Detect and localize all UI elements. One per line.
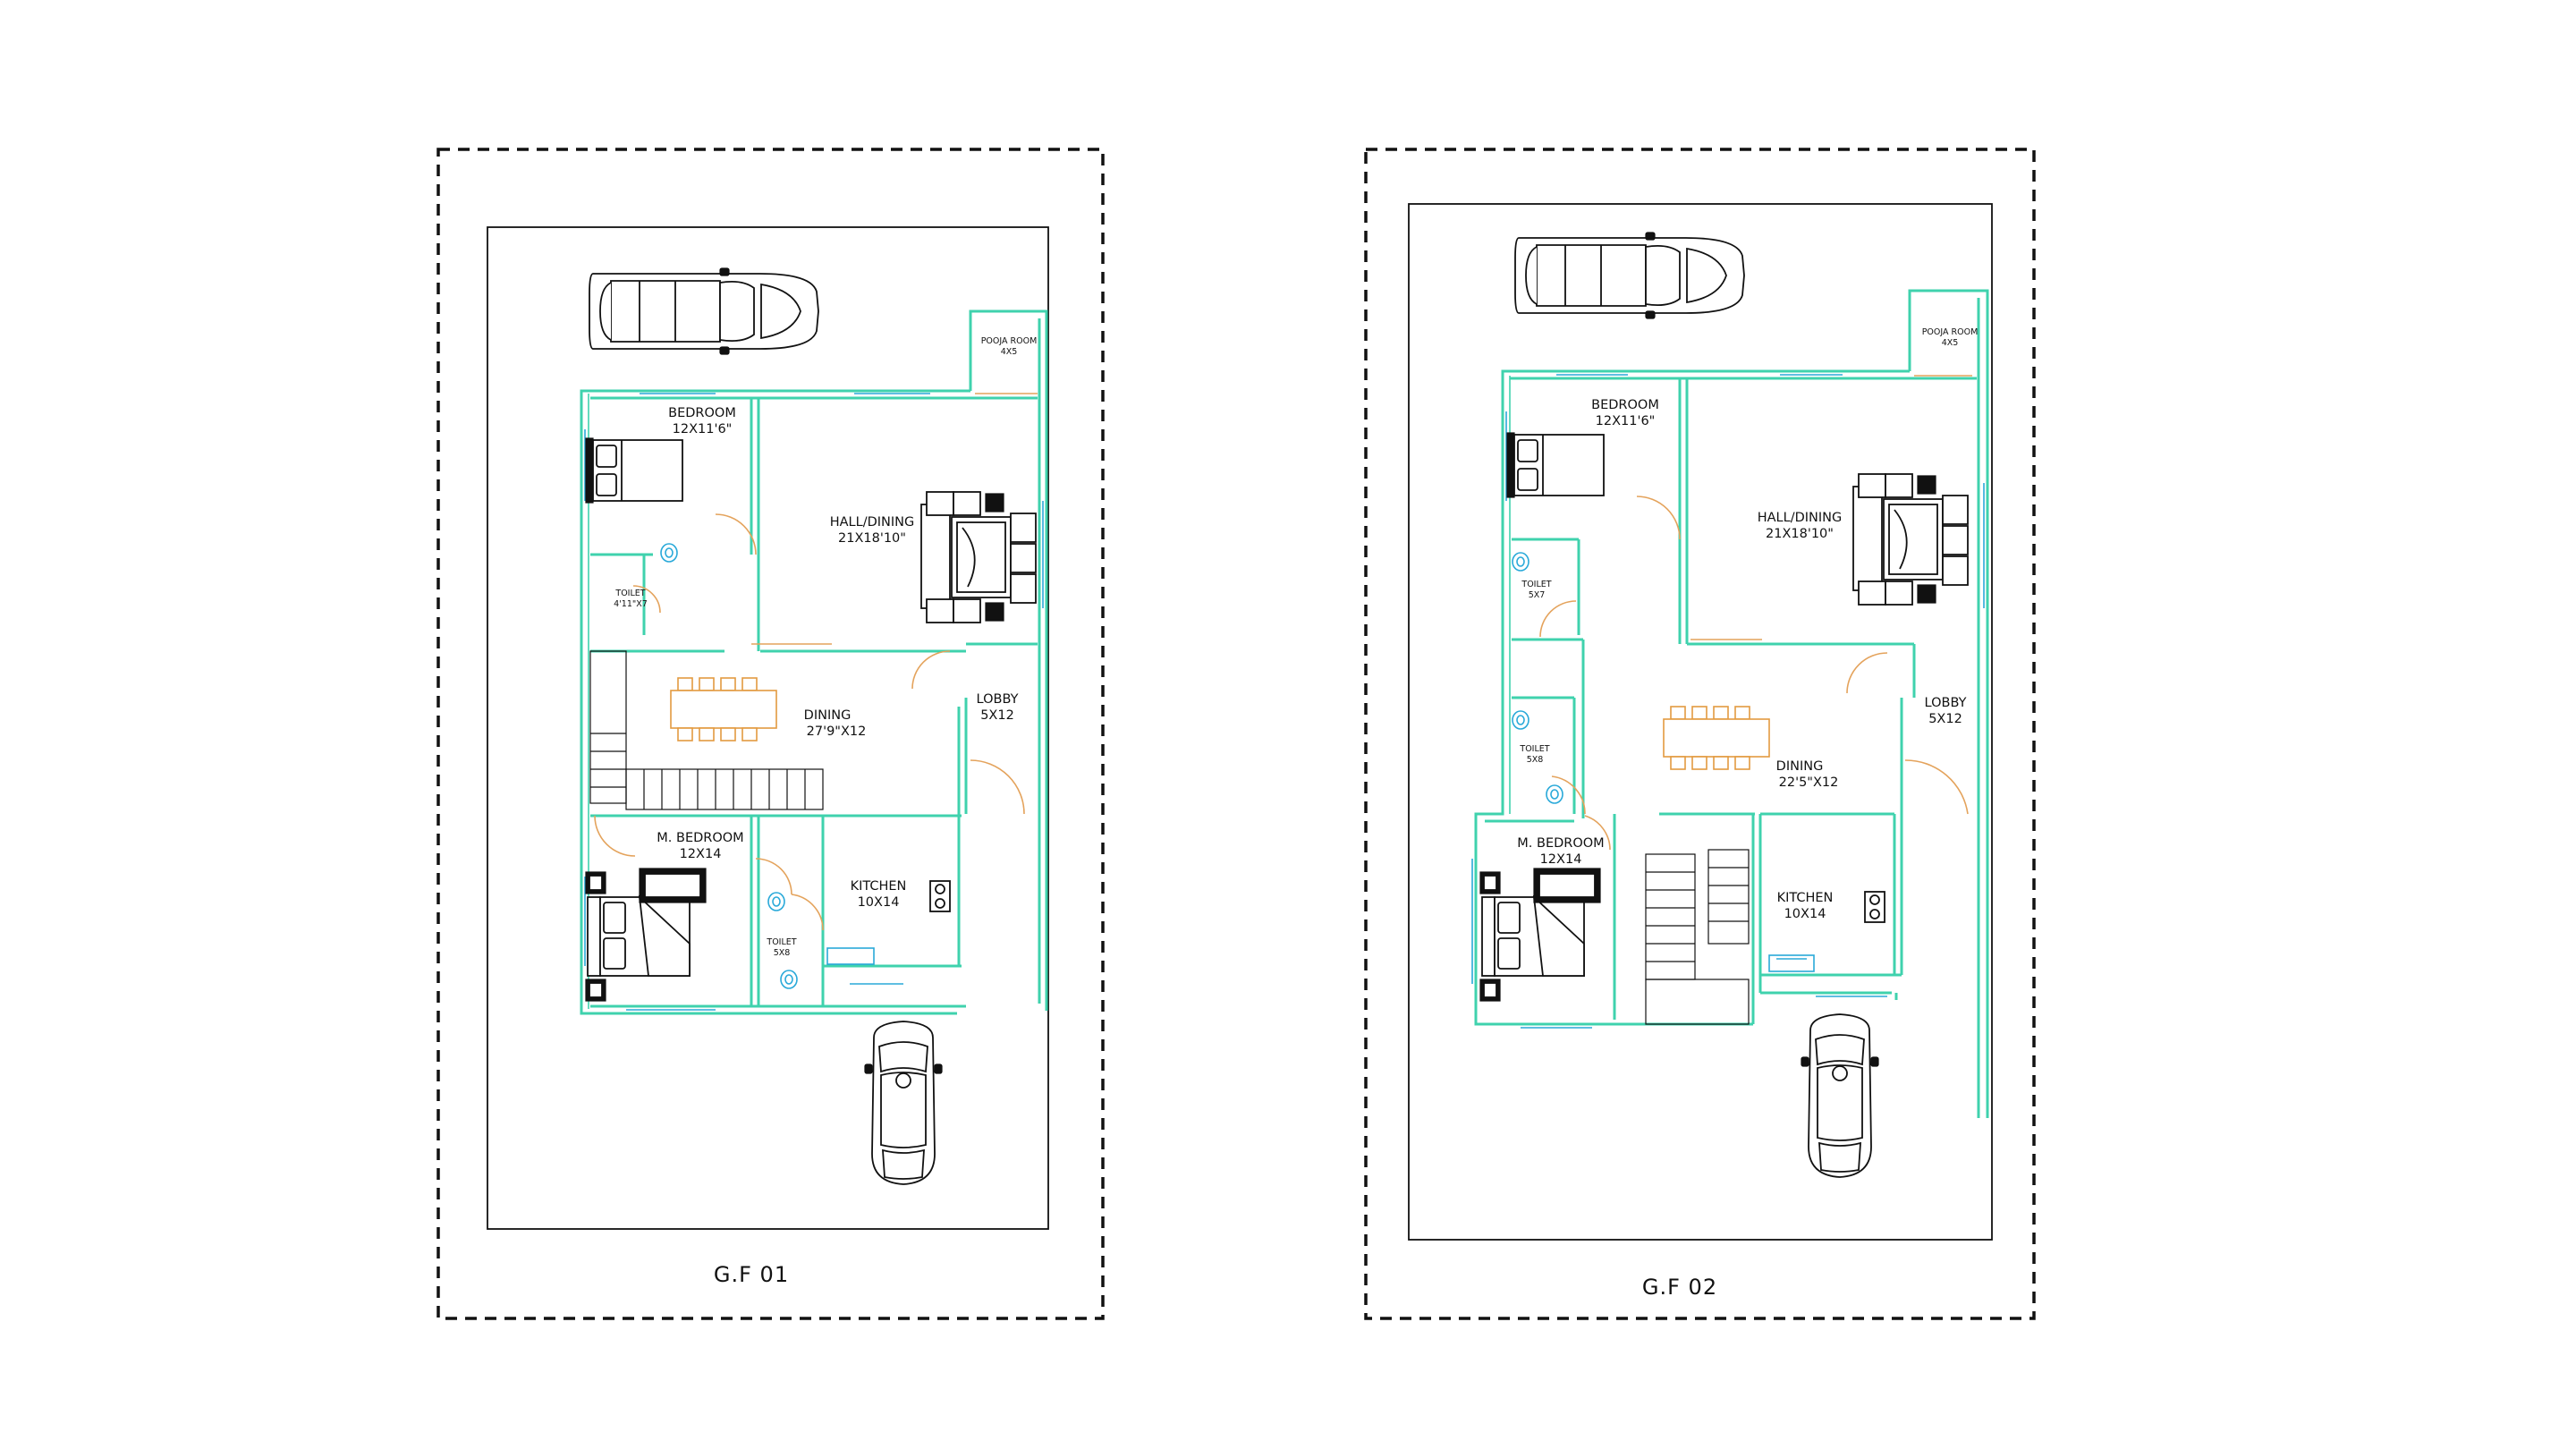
toilet-size: 5X8 [774,948,791,958]
toilet-icon [1512,552,1530,572]
doors [594,393,1038,931]
plan-caption: G.F 02 [1642,1275,1717,1300]
staircase [589,650,824,810]
lobby-label: LOBBY [1925,696,1967,710]
car-icon [1514,232,1745,319]
plan-caption: G.F 01 [714,1262,789,1287]
toilet-size: 5X8 [1527,755,1544,765]
master-bedroom-size: 12X14 [1540,852,1582,867]
toilet-icon [1512,710,1530,730]
site-boundary [436,148,1105,1320]
car-icon [864,1021,943,1185]
hob-icon [1864,891,1885,923]
sofa-icon [920,491,1037,623]
sofa-icon [1852,473,1969,606]
lobby-size: 5X12 [980,708,1014,723]
dining-table-icon [1663,706,1770,770]
toilet-icon [1546,784,1563,804]
bed-icon [1506,432,1605,498]
plot-outline [487,226,1049,1230]
windows [1471,374,1985,1029]
hall-label: HALL/DINING [1758,511,1843,525]
walls [1474,289,1989,1118]
toilet-size: 5X7 [1529,590,1546,600]
kitchen-label: KITCHEN [1777,891,1834,905]
hob-icon [929,880,951,912]
hall-size: 21X18'10" [1766,527,1834,541]
lobby-label: LOBBY [977,692,1019,707]
pooja-room-label: POOJA ROOM [1922,327,1979,337]
pooja-room-size: 4X5 [1942,338,1959,348]
car-icon [589,267,819,355]
double-bed-icon [585,868,707,1002]
pooja-room-label: POOJA ROOM [981,336,1038,346]
windows [584,393,1044,1011]
plan-gf-01: POOJA ROOM 4X5 BEDROOM 12X11'6" HALL/DIN… [436,148,1105,1320]
hall-label: HALL/DINING [830,515,915,530]
toilet-icon [767,892,785,911]
kitchen-label: KITCHEN [851,879,907,894]
bedroom-size: 12X11'6" [673,422,733,436]
toilet-label: TOILET [1519,744,1549,754]
dining-size: 27'9"X12 [807,724,867,739]
lobby-size: 5X12 [1928,712,1962,726]
kitchen-size: 10X14 [1784,907,1826,921]
bedroom-label: BEDROOM [1591,398,1659,412]
bed-icon [585,437,683,504]
bedroom-label: BEDROOM [668,406,736,420]
toilet-label: TOILET [614,589,645,598]
toilet-icon [780,970,798,989]
dining-label: DINING [1776,759,1824,774]
sink-icon [1768,954,1815,972]
staircase [1645,849,1750,1025]
pooja-room-size: 4X5 [1001,347,1018,357]
double-bed-icon [1479,868,1601,1002]
sink-icon [826,947,875,965]
hall-size: 21X18'10" [838,531,906,546]
kitchen-size: 10X14 [858,895,900,910]
dining-table-icon [670,677,777,741]
dining-size: 22'5"X12 [1779,775,1839,790]
plot-outline [1408,203,1993,1241]
site-boundary [1364,148,2036,1320]
master-bedroom-size: 12X14 [680,847,722,861]
car-icon [1801,1013,1879,1178]
plan-gf-02: POOJA ROOM 4X5 BEDROOM 12X11'6" HALL/DIN… [1364,148,2036,1320]
toilet-size: 4'11"X7 [614,599,648,609]
toilet-icon [660,543,678,563]
master-bedroom-label: M. BEDROOM [1517,836,1604,851]
toilet-label: TOILET [1521,580,1551,589]
toilet-label: TOILET [766,937,796,947]
bedroom-size: 12X11'6" [1596,414,1656,428]
doors [1539,375,1972,851]
master-bedroom-label: M. BEDROOM [657,831,743,845]
dining-label: DINING [804,708,852,723]
